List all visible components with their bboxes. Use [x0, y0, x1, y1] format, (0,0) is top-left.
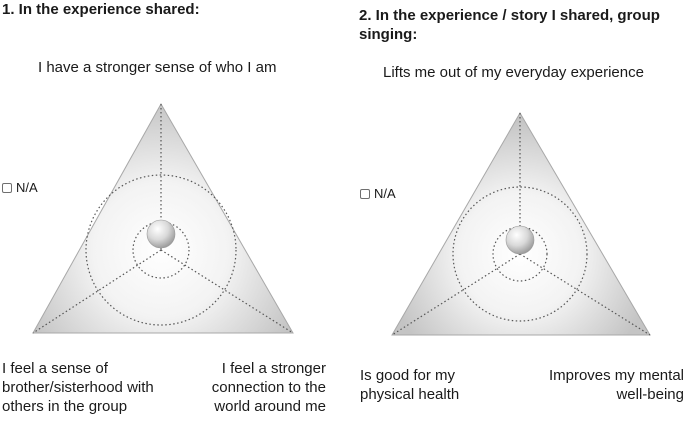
- question-1-inner-ring: [132, 221, 190, 279]
- question-1-axis-left: [32, 249, 162, 334]
- question-1-outer-ring: [85, 174, 237, 326]
- question-1-top-label: I have a stronger sense of who I am: [38, 59, 277, 76]
- question-2-title: 2. In the experience / story I shared, g…: [359, 7, 660, 43]
- question-2-inner-ring: [492, 226, 548, 282]
- question-2-na-checkbox[interactable]: N/A: [360, 186, 396, 201]
- question-2-sphere-handle-icon[interactable]: [505, 225, 535, 255]
- question-2-axis-left: [391, 253, 521, 336]
- question-2-top-label: Lifts me out of my everyday experience: [383, 64, 644, 81]
- question-1-bottom-left-label: I feel a sense of brother/sisterhood wit…: [2, 360, 154, 415]
- question-1-triangle[interactable]: [32, 102, 294, 334]
- question-2-bottom-right-label: Improves my mental well-being: [548, 367, 684, 403]
- question-2-na-label: N/A: [374, 186, 396, 201]
- unchecked-checkbox-icon[interactable]: [2, 182, 12, 193]
- question-1-na-label: N/A: [16, 180, 38, 195]
- question-2-bottom-left-label: Is good for my physical health: [360, 367, 460, 403]
- question-2-triangle[interactable]: [391, 112, 651, 336]
- question-2-axis-right: [519, 253, 651, 336]
- question-1-bottom-right-label: I feel a stronger connection to the worl…: [211, 360, 326, 415]
- question-1-triangle-slider[interactable]: [0, 0, 340, 345]
- question-1-title: 1. In the experience shared:: [2, 1, 200, 18]
- question-1-na-checkbox[interactable]: N/A: [2, 180, 38, 195]
- question-2-triangle-slider[interactable]: [340, 0, 685, 345]
- question-2-outer-ring: [452, 186, 588, 322]
- question-1-sphere-handle-icon[interactable]: [146, 219, 176, 249]
- unchecked-checkbox-icon[interactable]: [360, 188, 370, 199]
